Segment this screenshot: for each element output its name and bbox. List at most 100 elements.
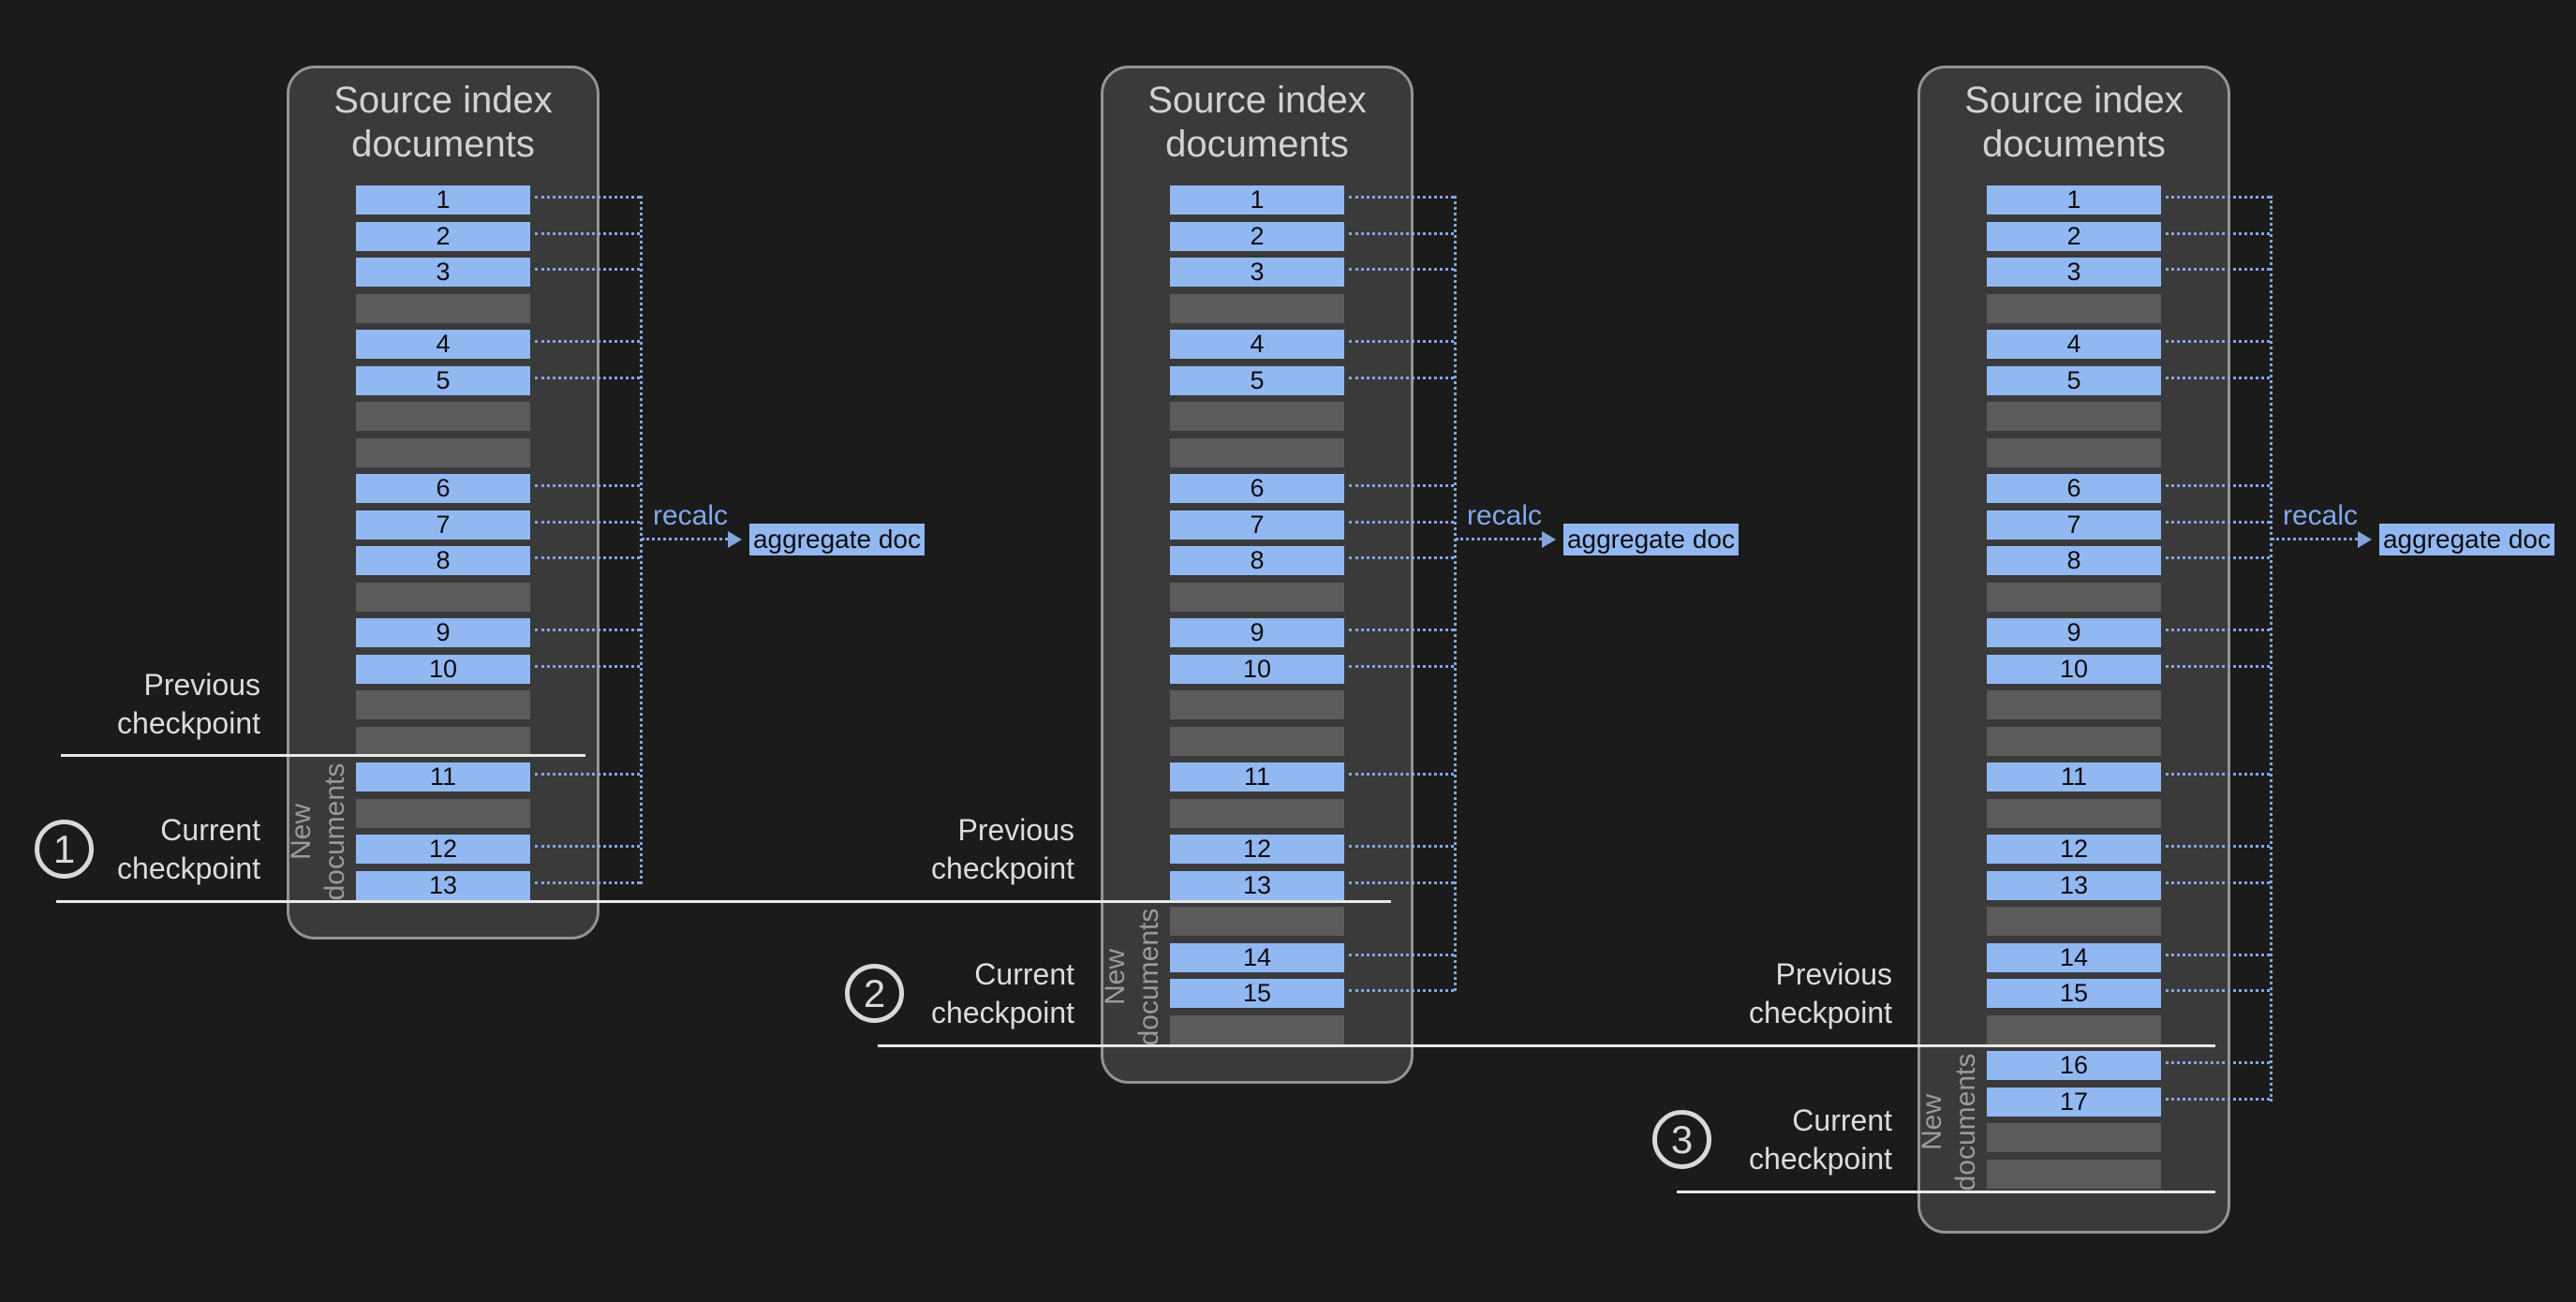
doc-connector-line [535, 665, 640, 668]
recalc-arrow [1456, 538, 1542, 540]
doc-row: 15 [1987, 979, 2161, 1008]
doc-connector-line [1349, 556, 1454, 559]
current-checkpoint-label-2: Current checkpoint [931, 957, 1074, 1029]
recalc-arrowhead-icon [728, 531, 742, 548]
doc-connector-line [2166, 954, 2270, 956]
doc-connector-line [1349, 665, 1454, 668]
doc-row: 4 [356, 330, 530, 359]
current-checkpoint-label-1: Current checkpoint [117, 813, 260, 885]
doc-connector-line [535, 232, 640, 235]
doc-connector-line [2166, 845, 2270, 848]
aggregate-doc-box: aggregate doc [1563, 524, 1739, 555]
doc-connector-line [535, 521, 640, 524]
doc-row: 6 [1987, 474, 2161, 503]
doc-connector-line [535, 629, 640, 631]
doc-connector-line [2166, 989, 2270, 992]
doc-row: 9 [1987, 618, 2161, 647]
doc-row: 4 [1170, 330, 1344, 359]
panel-title: Source index documents [1964, 80, 2184, 165]
recalc-label: recalc [1467, 500, 1543, 531]
doc-row: 16 [1987, 1051, 2161, 1080]
doc-row: 14 [1987, 943, 2161, 972]
doc-connector-line [2166, 773, 2270, 776]
recalc-arrow [2272, 538, 2358, 540]
placeholder-row [356, 690, 530, 719]
step-number: 2 [863, 971, 886, 1015]
new-documents-label: New documents [286, 762, 350, 901]
doc-row: 7 [1170, 510, 1344, 540]
current-checkpoint-label-3: Current checkpoint [1749, 1103, 1892, 1176]
doc-row: 5 [1170, 366, 1344, 395]
doc-connector-line [1349, 989, 1454, 992]
doc-row: 2 [1170, 222, 1344, 251]
doc-row: 13 [356, 871, 530, 900]
placeholder-row [356, 438, 530, 467]
placeholder-row [1170, 690, 1344, 719]
doc-row: 10 [356, 655, 530, 684]
placeholder-row [1987, 583, 2161, 612]
doc-connector-line [535, 556, 640, 559]
doc-connector-line [1349, 954, 1454, 956]
placeholder-row [356, 294, 530, 323]
aggregate-doc-box: aggregate doc [749, 524, 925, 555]
placeholder-row [1987, 799, 2161, 828]
recalc-arrowhead-icon [1542, 531, 1556, 548]
doc-row: 13 [1987, 871, 2161, 900]
doc-connector-line [1349, 881, 1454, 884]
doc-connector-line [2166, 665, 2270, 668]
placeholder-row [1987, 1123, 2161, 1152]
doc-connector-line [2166, 1061, 2270, 1064]
doc-row: 1 [356, 185, 530, 215]
doc-row: 12 [356, 835, 530, 864]
doc-row: 11 [1987, 762, 2161, 792]
previous-checkpoint-label-3: Previous checkpoint [1749, 957, 1892, 1029]
doc-connector-line [1349, 484, 1454, 487]
placeholder-row [1987, 1015, 2161, 1044]
doc-row: 3 [356, 258, 530, 287]
doc-row: 8 [1170, 546, 1344, 575]
doc-connector-line [2166, 196, 2270, 199]
step-3-badge: 3 [1652, 1110, 1711, 1169]
doc-row: 10 [1170, 655, 1344, 684]
doc-row: 3 [1170, 258, 1344, 287]
doc-row: 3 [1987, 258, 2161, 287]
aggregate-doc-box: aggregate doc [2379, 524, 2554, 555]
doc-connector-line [2166, 340, 2270, 343]
placeholder-row [356, 799, 530, 828]
doc-row: 2 [356, 222, 530, 251]
placeholder-row [1170, 438, 1344, 467]
placeholder-row [1987, 438, 2161, 467]
step-2-badge: 2 [845, 964, 904, 1023]
doc-connector-line [535, 268, 640, 271]
doc-connector-line [2166, 1098, 2270, 1101]
doc-row: 11 [1170, 762, 1344, 792]
doc-connector-line [1349, 232, 1454, 235]
doc-connector-line [2166, 521, 2270, 524]
doc-connector-line [2166, 268, 2270, 271]
doc-row: 9 [1170, 618, 1344, 647]
doc-connector-line [1349, 773, 1454, 776]
recalc-arrowhead-icon [2358, 531, 2372, 548]
doc-row: 2 [1987, 222, 2161, 251]
doc-row: 14 [1170, 943, 1344, 972]
doc-connector-line [2166, 377, 2270, 379]
placeholder-row [1987, 1160, 2161, 1189]
bracket-line [2270, 196, 2273, 1102]
placeholder-row [1987, 727, 2161, 756]
doc-row: 7 [356, 510, 530, 540]
doc-row: 7 [1987, 510, 2161, 540]
placeholder-row [356, 727, 530, 756]
step-1-badge: 1 [35, 820, 94, 879]
doc-connector-line [535, 484, 640, 487]
placeholder-row [1170, 799, 1344, 828]
panel-title: Source index documents [1147, 80, 1367, 165]
doc-row: 1 [1170, 185, 1344, 215]
current-checkpoint-line-3 [1677, 1191, 2215, 1193]
recalc-label: recalc [2283, 500, 2359, 531]
previous-checkpoint-label-2: Previous checkpoint [931, 813, 1074, 885]
doc-connector-line [2166, 484, 2270, 487]
placeholder-row [1987, 294, 2161, 323]
